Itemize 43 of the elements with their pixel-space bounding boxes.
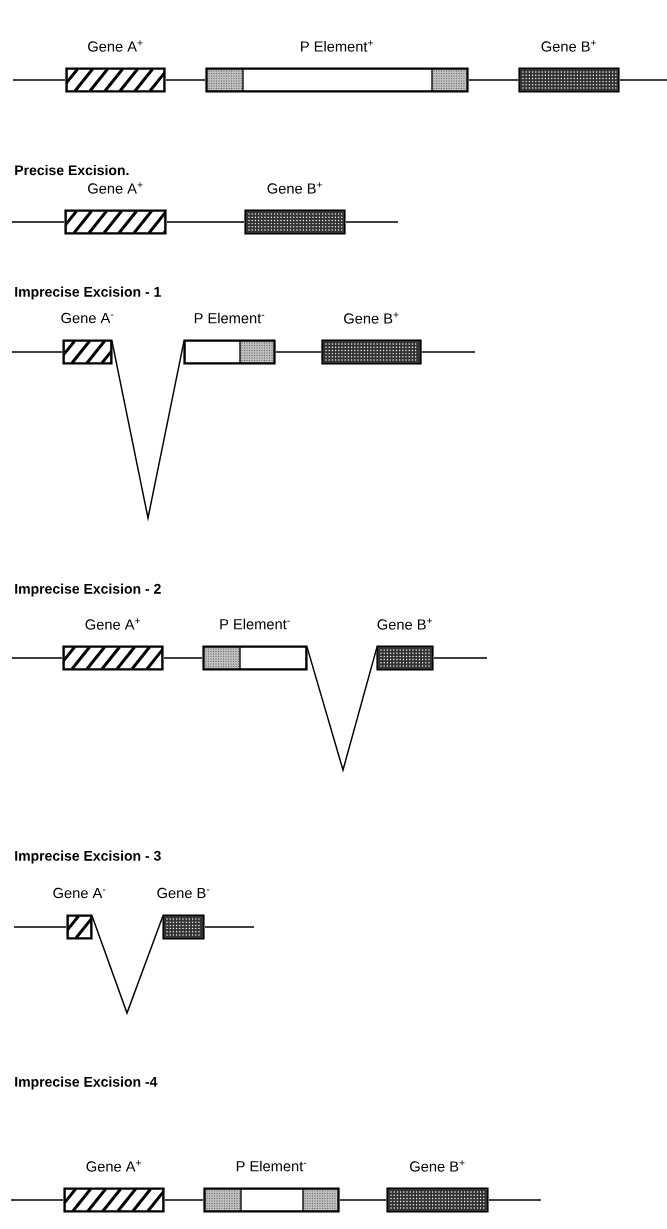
dna-line [163, 657, 203, 659]
dna-line [468, 79, 519, 81]
gene-label: Gene A$^{-}$ [53, 887, 106, 899]
dna-line [488, 1199, 542, 1201]
dna-line [275, 351, 322, 353]
dna-line [11, 221, 65, 223]
gene-label: P Element$^{-}$ [194, 312, 265, 324]
dna-line [13, 926, 67, 928]
gene-label: P Element$^{-}$ [220, 618, 290, 630]
gene-label: Gene B$^{+}$ [377, 618, 433, 630]
dna-line [12, 79, 66, 81]
deletion-line [306, 646, 378, 773]
gene-label: Gene A$^{+}$ [88, 40, 143, 52]
gene-label: Gene A$^{+}$ [86, 1160, 142, 1172]
gene-label: P Element$^{-}$ [236, 1160, 307, 1172]
dna-line [11, 657, 63, 659]
gene-label: P Element$^{+}$ [301, 40, 373, 52]
dna-line [433, 657, 488, 659]
dna-line [619, 79, 667, 81]
gene-label: Gene A$^{-}$ [61, 312, 114, 324]
dna-line [164, 1199, 204, 1201]
gene-label: Gene B$^{+}$ [410, 1160, 465, 1172]
gene-label: Gene B$^{+}$ [344, 312, 399, 324]
section-title: Precise Excision. [15, 164, 129, 176]
dna-line [10, 1199, 64, 1201]
gene-label: Gene A$^{+}$ [85, 618, 141, 630]
section-title: Imprecise Excision - 1 [15, 286, 161, 300]
dna-line [165, 79, 206, 81]
section-title: Imprecise Excision -4 [15, 1076, 158, 1090]
gene-label: Gene B$^{+}$ [541, 40, 597, 52]
gene-label: Gene B$^{+}$ [267, 182, 323, 194]
gene-label: Gene A$^{+}$ [88, 182, 143, 194]
dna-line [11, 351, 63, 353]
dna-line [166, 221, 245, 223]
gene-label: Gene B$^{-}$ [157, 887, 210, 899]
dna-line [345, 221, 399, 223]
section-title: Imprecise Excision - 3 [15, 850, 161, 864]
section-title: Imprecise Excision - 2 [15, 583, 161, 597]
dna-line [421, 351, 476, 353]
dna-line [204, 926, 255, 928]
dna-line [339, 1199, 387, 1201]
deletion-line [91, 915, 164, 1016]
deletion-line [111, 340, 185, 522]
